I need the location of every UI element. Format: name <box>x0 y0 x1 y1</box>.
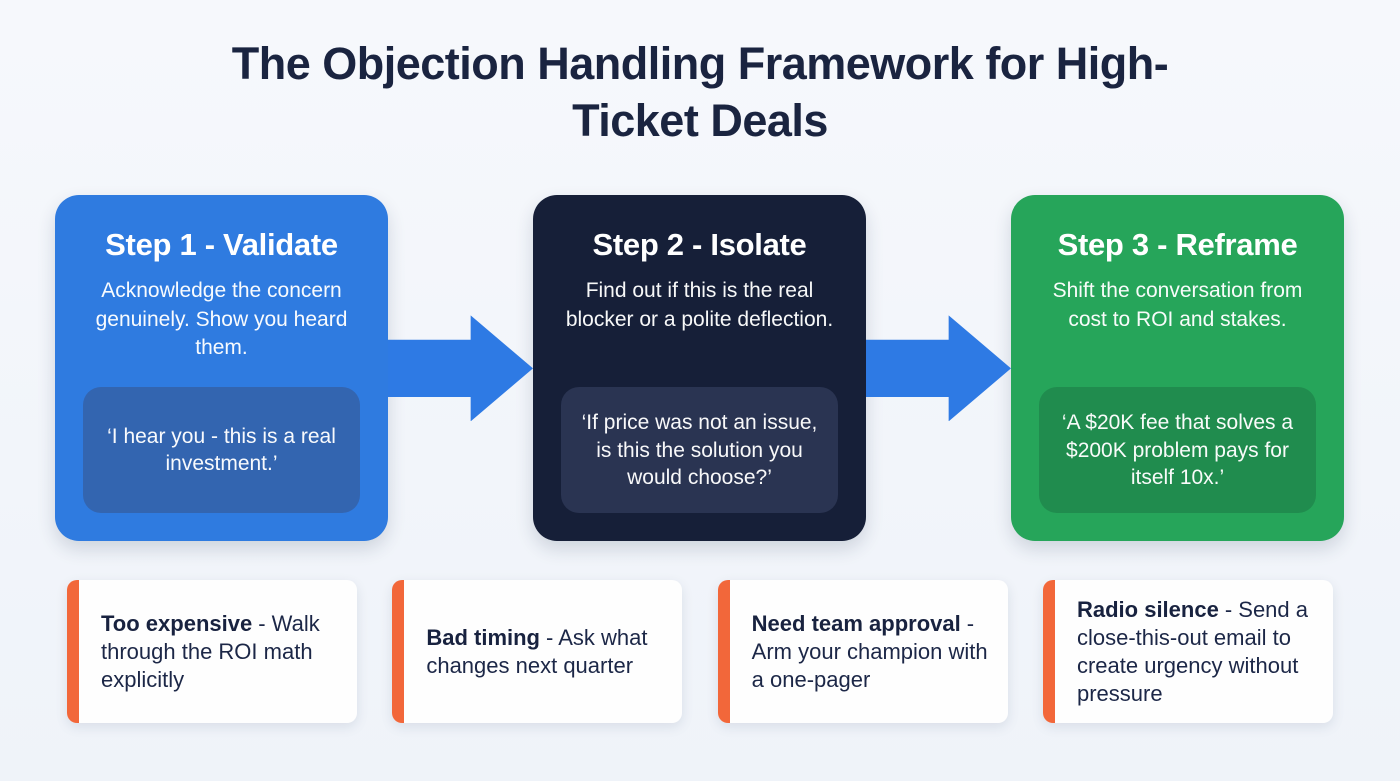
step-title: Step 1 - Validate <box>105 227 338 263</box>
step-description: Shift the conversation from cost to ROI … <box>1052 279 1303 331</box>
step-card-isolate: Step 2 - Isolate Find out if this is the… <box>533 195 866 542</box>
accent-bar <box>1042 580 1055 724</box>
step-description: Acknowledge the concern genuinely. Show … <box>95 279 348 359</box>
objection-tip: - Arm your champion with a one-pager <box>751 610 988 692</box>
objection-card-bad-timing: Bad timing- Ask what changes next quarte… <box>392 580 683 724</box>
objection-card-too-expensive: Too expensive- Walk through the ROI math… <box>67 580 357 724</box>
objection-tip: - Send a close-this-out email to create … <box>1076 596 1308 707</box>
objection-label: Radio silence <box>1076 596 1219 622</box>
objections-row: Too expensive- Walk through the ROI math… <box>67 580 1333 724</box>
quote-box: ‘A $20K fee that solves a $200K problem … <box>1039 387 1316 514</box>
step-card-validate: Step 1 - Validate Acknowledge the concer… <box>55 195 388 542</box>
objection-card-radio-silence: Radio silence- Send a close-this-out ema… <box>1042 580 1333 724</box>
objection-text: Bad timing- Ask what changes next quarte… <box>426 624 664 680</box>
objection-text: Need team approval- Arm your champion wi… <box>752 610 990 694</box>
steps-row: Step 1 - Validate Acknowledge the concer… <box>55 195 1345 542</box>
objection-label: Need team approval <box>751 610 961 636</box>
objection-label: Bad timing <box>426 624 540 650</box>
accent-bar <box>67 580 79 724</box>
quote-box: ‘I hear you - this is a real investment.… <box>83 387 360 514</box>
objection-label: Too expensive <box>101 610 253 636</box>
step-title: Step 3 - Reframe <box>1057 227 1298 263</box>
objection-text: Too expensive- Walk through the ROI math… <box>101 610 339 694</box>
step-title: Step 2 - Isolate <box>592 227 807 263</box>
step-card-reframe: Step 3 - Reframe Shift the conversation … <box>1011 195 1344 542</box>
quote-text: ‘If price was not an issue, is this the … <box>581 410 818 490</box>
quote-text: ‘A $20K fee that solves a $200K problem … <box>1061 410 1294 490</box>
objection-text: Radio silence- Send a close-this-out ema… <box>1077 596 1315 709</box>
accent-bar <box>717 580 730 724</box>
objection-card-team-approval: Need team approval- Arm your champion wi… <box>717 580 1008 724</box>
objection-tip: - Ask what changes next quarter <box>426 624 648 678</box>
arrow-right-icon <box>866 315 1011 422</box>
objection-tip: - Walk through the ROI math explicitly <box>101 610 320 692</box>
page-title: The Objection Handling Framework for Hig… <box>231 38 1169 146</box>
arrow-right-icon <box>388 315 533 422</box>
quote-box: ‘If price was not an issue, is this the … <box>561 387 838 514</box>
accent-bar <box>392 580 405 724</box>
step-description: Find out if this is the real blocker or … <box>565 279 834 331</box>
quote-text: ‘I hear you - this is a real investment.… <box>107 424 336 476</box>
